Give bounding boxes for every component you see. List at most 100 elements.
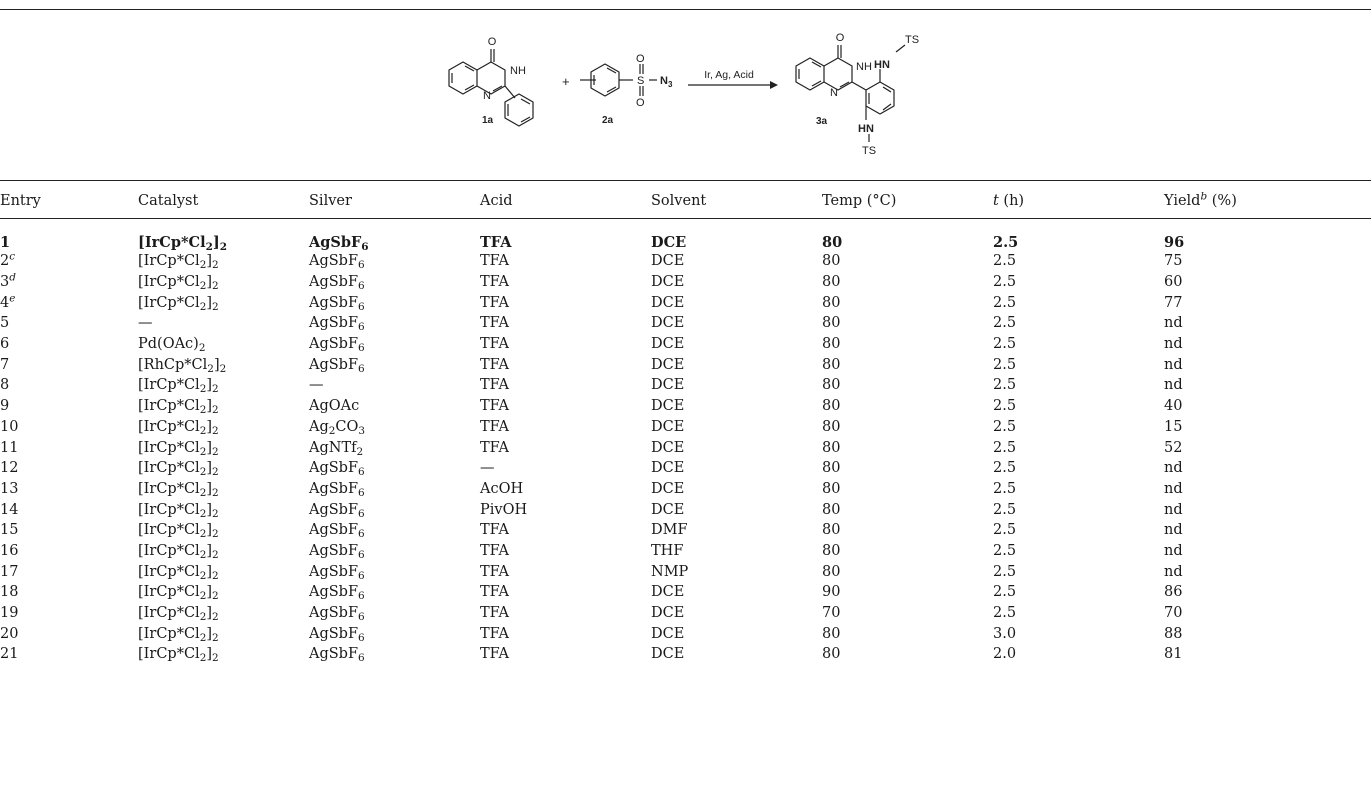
cell-entry: 21	[0, 646, 19, 663]
cell-temp: 80	[822, 336, 841, 353]
cell-time: 2.5	[993, 501, 1017, 518]
cell-time: 2.5	[993, 315, 1017, 332]
cell-time: 2.5	[993, 605, 1017, 622]
cell-temp: 80	[822, 234, 843, 251]
cell-yield: nd	[1164, 356, 1183, 373]
cell-time: 2.5	[993, 418, 1017, 435]
cell-acid: TFA	[480, 522, 509, 539]
cell-entry: 12	[0, 460, 19, 477]
cell-solvent: DCE	[651, 356, 685, 373]
cell-entry: 3d	[0, 271, 16, 291]
cell-yield: nd	[1164, 480, 1183, 497]
cell-silver: AgSbF6	[309, 646, 365, 665]
cell-time: 2.5	[993, 480, 1017, 497]
cell-solvent: DCE	[651, 439, 685, 456]
cell-temp: 80	[822, 625, 841, 642]
product-3a-structure	[795, 44, 906, 142]
cell-acid: TFA	[480, 274, 509, 291]
cell-temp: 80	[822, 294, 841, 311]
cell-silver: AgSbF6	[309, 563, 365, 582]
label-2a: 2a	[602, 115, 614, 126]
cell-acid: TFA	[480, 542, 509, 559]
cell-silver: —	[309, 377, 324, 394]
atom-o-product: O	[836, 32, 845, 44]
cell-time: 2.5	[993, 294, 1017, 311]
cell-time: 2.5	[993, 253, 1017, 270]
cell-temp: 80	[822, 542, 841, 559]
cell-catalyst: [IrCp*Cl2]2	[138, 377, 219, 396]
cell-silver: AgSbF6	[309, 336, 365, 355]
cell-yield: 70	[1164, 605, 1183, 622]
cell-acid: AcOH	[480, 480, 524, 497]
header-entry: Entry	[0, 192, 41, 209]
cell-temp: 80	[822, 439, 841, 456]
cell-time: 2.5	[993, 377, 1017, 394]
cell-yield: nd	[1164, 563, 1183, 580]
cell-time: 2.5	[993, 356, 1017, 373]
cell-entry: 1	[0, 234, 11, 251]
header-temp: Temp (°C)	[822, 192, 897, 209]
entry-footnote: d	[9, 271, 16, 284]
cell-catalyst: [IrCp*Cl2]2	[138, 584, 219, 603]
cell-entry: 4e	[0, 291, 16, 311]
cell-entry: 16	[0, 542, 19, 559]
cell-catalyst: [IrCp*Cl2]2	[138, 625, 219, 644]
cell-acid: TFA	[480, 418, 509, 435]
cell-catalyst: [IrCp*Cl2]2	[138, 542, 219, 562]
cell-solvent: DCE	[651, 625, 685, 642]
cell-acid: TFA	[480, 563, 509, 580]
top-rule	[0, 9, 1371, 10]
atom-hn-top: HN	[874, 59, 890, 71]
cell-catalyst: [IrCp*Cl2]2	[138, 501, 219, 520]
cell-solvent: NMP	[651, 563, 689, 580]
atom-s: S	[637, 75, 644, 87]
cell-acid: TFA	[480, 253, 509, 270]
cell-catalyst: —	[138, 315, 153, 332]
cell-silver: AgNTf2	[309, 439, 364, 458]
cell-time: 2.5	[993, 439, 1017, 456]
cell-yield: 75	[1164, 253, 1183, 270]
header-yield: Yieldb (%)	[1164, 189, 1237, 209]
cell-silver: AgSbF6	[309, 294, 365, 313]
cell-temp: 80	[822, 398, 841, 415]
cell-silver: AgSbF6	[309, 480, 365, 500]
cell-catalyst: [IrCp*Cl2]2	[138, 418, 219, 437]
cell-catalyst: [IrCp*Cl2]2	[138, 480, 219, 500]
cell-catalyst: [IrCp*Cl2]2	[138, 563, 219, 582]
atom-o-bottom: O	[636, 97, 645, 109]
cell-solvent: DCE	[651, 274, 685, 291]
cell-catalyst: [IrCp*Cl2]2	[138, 460, 219, 479]
cell-acid: TFA	[480, 646, 509, 663]
cell-solvent: DCE	[651, 336, 685, 353]
cell-catalyst: [IrCp*Cl2]2	[138, 398, 219, 417]
cell-entry: 13	[0, 480, 19, 497]
cell-acid: TFA	[480, 398, 509, 415]
cell-solvent: DCE	[651, 294, 685, 311]
cell-acid: TFA	[480, 294, 509, 311]
cell-entry: 11	[0, 439, 19, 456]
cell-entry: 18	[0, 584, 19, 601]
cell-temp: 80	[822, 274, 841, 291]
cell-yield: 60	[1164, 274, 1183, 291]
cell-acid: —	[480, 460, 495, 477]
cell-time: 2.5	[993, 563, 1017, 580]
reaction-scheme: O NH N S O O N3 O NH HN TS N HN TS + Ir,…	[448, 32, 919, 157]
cell-catalyst: [IrCp*Cl2]2	[138, 294, 219, 313]
cell-temp: 80	[822, 418, 841, 435]
cell-time: 2.5	[993, 274, 1017, 291]
cell-entry: 2c	[0, 250, 16, 270]
cell-silver: AgSbF6	[309, 234, 369, 254]
cell-silver: AgSbF6	[309, 501, 365, 520]
table-header-row: Entry Catalyst Silver Acid Solvent Temp …	[0, 183, 1371, 218]
